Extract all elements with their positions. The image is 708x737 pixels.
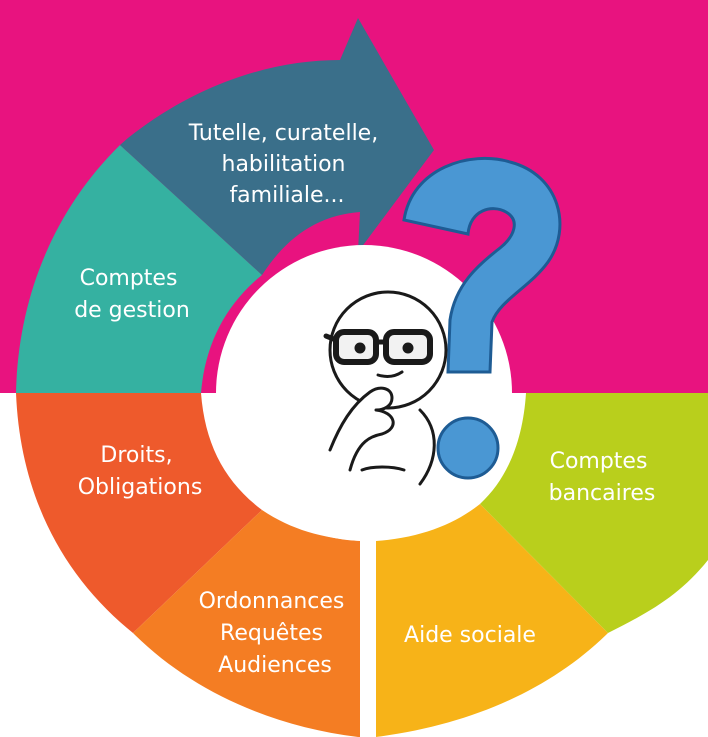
thinking-person-icon <box>323 290 448 486</box>
label-tutelle: Tutelle, curatelle, habilitation familia… <box>188 121 385 208</box>
label-comptes-bancaires: Comptes bancaires <box>549 449 656 506</box>
segment-tutelle <box>120 18 434 275</box>
label-aide-sociale: Aide sociale <box>404 623 536 648</box>
label-ordonnances: Ordonnances Requêtes Audiences <box>199 589 352 678</box>
segment-ordonnances <box>133 510 360 737</box>
label-comptes-gestion: Comptes de gestion <box>74 266 190 323</box>
segment-comptes-bancaires <box>480 393 708 633</box>
segment-comptes-gestion <box>16 145 262 393</box>
question-mark-icon <box>402 157 562 480</box>
segment-aide-sociale <box>376 504 608 737</box>
segment-droits <box>16 393 262 633</box>
label-droits: Droits, Obligations <box>78 443 203 500</box>
